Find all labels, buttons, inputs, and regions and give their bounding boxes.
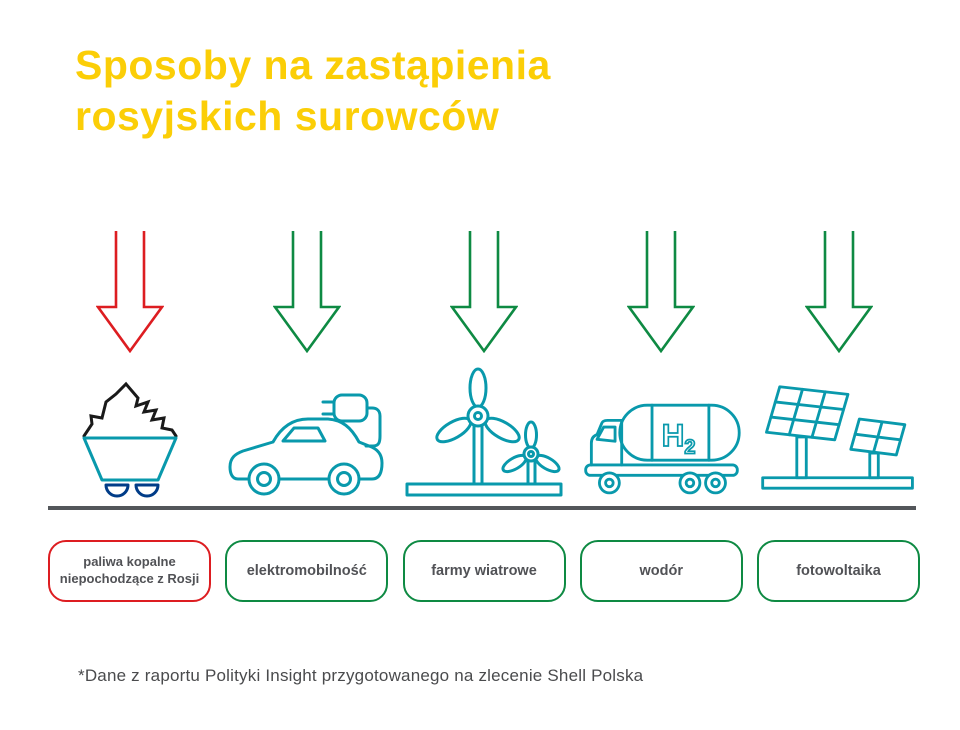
electric-car-icon	[228, 393, 384, 496]
page-title: Sposoby na zastąpienia rosyjskich surowc…	[75, 40, 715, 143]
down-arrow-icon	[450, 231, 518, 353]
label-box-photovoltaics: fotowoltaika	[757, 540, 920, 602]
arrow-cell-2	[225, 230, 388, 353]
icon-cell-4: H2	[580, 393, 743, 498]
svg-text:H2: H2	[661, 418, 695, 459]
labels-row: paliwa kopalne niepochodzące z Rosji ele…	[48, 540, 920, 602]
down-arrow-icon	[272, 231, 341, 353]
arrow-cell-3	[403, 230, 566, 353]
title-line-1: Sposoby na zastąpienia	[75, 42, 551, 88]
icon-cell-3	[403, 364, 566, 498]
solar-panels-icon	[761, 385, 914, 490]
icon-cell-1	[48, 376, 211, 498]
label-box-hydrogen: wodór	[579, 540, 743, 602]
label-box-fossil-fuels: paliwa kopalne niepochodzące z Rosji	[48, 540, 211, 602]
source-footnote: *Dane z raportu Polityki Insight przygot…	[78, 666, 644, 685]
baseline-divider	[48, 506, 916, 510]
down-arrow-icon	[627, 231, 696, 353]
h2-subscript: 2	[684, 437, 695, 459]
arrow-cell-1	[48, 230, 211, 353]
arrow-cell-5	[757, 230, 920, 353]
down-arrow-icon	[95, 231, 164, 353]
title-line-2: rosyjskich surowców	[75, 93, 500, 140]
icon-cell-2	[225, 386, 388, 498]
down-arrow-icon	[804, 231, 873, 353]
h2-label: H	[661, 418, 684, 453]
icon-cell-5	[757, 376, 920, 498]
arrow-cell-4	[580, 230, 743, 353]
label-box-electromobility: elektromobilność	[225, 540, 389, 602]
hydrogen-truck-icon: H2	[584, 403, 741, 495]
icons-row: H2	[48, 362, 920, 498]
arrows-row	[48, 230, 920, 353]
coal-cart-icon	[82, 381, 177, 498]
label-box-wind-farms: farmy wiatrowe	[402, 540, 566, 602]
wind-farm-icon	[405, 367, 563, 497]
